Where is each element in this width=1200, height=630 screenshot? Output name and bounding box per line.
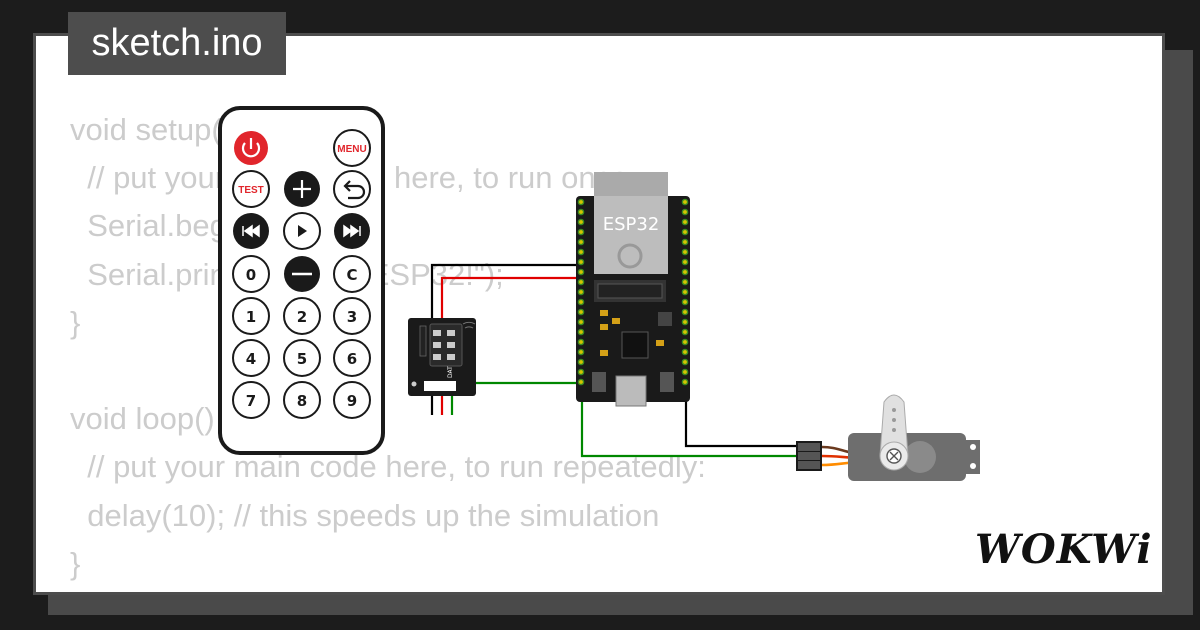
esp32-pin[interactable]: [577, 218, 585, 226]
servo-horn[interactable]: [879, 394, 909, 471]
esp32-pin[interactable]: [681, 238, 689, 246]
esp32-pin[interactable]: [681, 258, 689, 266]
svg-text:MENU: MENU: [337, 144, 366, 155]
esp32-pin[interactable]: [681, 378, 689, 386]
file-title-tab[interactable]: sketch.ino: [68, 12, 286, 75]
esp32-pin[interactable]: [681, 198, 689, 206]
esp32-pin[interactable]: [681, 298, 689, 306]
esp32-pin[interactable]: [577, 228, 585, 236]
esp32-pin[interactable]: [577, 308, 585, 316]
digit-label: 9: [347, 392, 357, 410]
ir-dat-label: DAT: [447, 366, 454, 378]
code-line: delay(10); // this speeds up the simulat…: [70, 497, 660, 533]
esp32-pin[interactable]: [681, 328, 689, 336]
power-icon: [241, 142, 261, 158]
code-line: }: [70, 545, 81, 581]
esp32-pin[interactable]: [681, 308, 689, 316]
esp32-pin[interactable]: [681, 268, 689, 276]
digit-buttons: 1 2 3 4 5 6 7 8 9: [232, 297, 371, 419]
esp32-pin[interactable]: [681, 358, 689, 366]
plus-button[interactable]: [284, 171, 320, 207]
esp32-pin[interactable]: [681, 348, 689, 356]
digit-button-2[interactable]: 2: [283, 297, 321, 335]
digit-button-4[interactable]: 4: [232, 339, 270, 377]
esp32-pin[interactable]: [681, 248, 689, 256]
esp32-label: ESP32: [603, 214, 660, 235]
esp32-pin[interactable]: [577, 238, 585, 246]
digit-button-1[interactable]: 1: [232, 297, 270, 335]
digit-label: 5: [297, 350, 307, 368]
esp32-pin[interactable]: [577, 298, 585, 306]
servo-motor[interactable]: [796, 394, 980, 481]
esp32-pin[interactable]: [577, 338, 585, 346]
esp32-pin[interactable]: [577, 318, 585, 326]
digit-button-9[interactable]: 9: [333, 381, 371, 419]
esp32-pin[interactable]: [577, 378, 585, 386]
digit-label: 8: [297, 392, 307, 410]
digit-label: 6: [347, 350, 357, 368]
esp32-pin[interactable]: [577, 208, 585, 216]
prev-button[interactable]: [233, 213, 269, 249]
test-button[interactable]: TEST: [232, 170, 270, 208]
wokwi-logo: WOKWi: [975, 526, 1153, 573]
esp32-pin[interactable]: [577, 328, 585, 336]
ir-remote[interactable]: MENU TEST 0: [218, 106, 385, 455]
digit-button-3[interactable]: 3: [333, 297, 371, 335]
esp32-pin[interactable]: [681, 218, 689, 226]
digit-label: 7: [246, 392, 256, 410]
skip-back-icon: [242, 224, 260, 238]
esp32-pin[interactable]: [577, 198, 585, 206]
digit-label: 2: [297, 308, 307, 326]
esp32-pin[interactable]: [577, 288, 585, 296]
digit-button-5[interactable]: 5: [283, 339, 321, 377]
c-button[interactable]: C: [333, 255, 371, 293]
esp32-pin[interactable]: [577, 268, 585, 276]
play-icon: [298, 225, 307, 237]
next-button[interactable]: [334, 213, 370, 249]
back-button[interactable]: [333, 170, 371, 208]
code-line: // put your main code here, to run repea…: [70, 449, 706, 485]
menu-button[interactable]: MENU: [333, 129, 371, 167]
zero-button[interactable]: 0: [232, 255, 270, 293]
svg-text:0: 0: [246, 266, 256, 284]
wire-gnd-servo: [684, 252, 796, 448]
esp32-board[interactable]: ESP32: [576, 172, 690, 407]
esp32-pin-headers: [577, 198, 689, 386]
esp32-pin[interactable]: [681, 338, 689, 346]
play-button[interactable]: [283, 212, 321, 250]
esp32-pin[interactable]: [577, 358, 585, 366]
svg-text:TEST: TEST: [238, 185, 264, 196]
digit-button-8[interactable]: 8: [283, 381, 321, 419]
esp32-pin[interactable]: [681, 228, 689, 236]
espressif-logo-icon: [617, 243, 643, 269]
esp32-pin[interactable]: [577, 248, 585, 256]
esp32-pin[interactable]: [681, 318, 689, 326]
minus-button[interactable]: [284, 256, 320, 292]
esp32-pin[interactable]: [681, 368, 689, 376]
esp32-pin[interactable]: [681, 208, 689, 216]
esp32-pin[interactable]: [681, 288, 689, 296]
digit-label: 4: [246, 350, 256, 368]
power-button[interactable]: [234, 131, 268, 165]
esp32-pin[interactable]: [681, 278, 689, 286]
esp32-pin[interactable]: [577, 368, 585, 376]
code-line: }: [70, 304, 81, 340]
esp32-pin[interactable]: [577, 278, 585, 286]
esp32-pin[interactable]: [577, 258, 585, 266]
skip-forward-icon: [343, 224, 361, 238]
esp32-pin[interactable]: [577, 348, 585, 356]
svg-text:C: C: [346, 266, 357, 284]
digit-label: 1: [246, 308, 256, 326]
digit-button-6[interactable]: 6: [333, 339, 371, 377]
ir-receiver[interactable]: DAT: [408, 318, 476, 396]
back-arrow-icon: [346, 184, 366, 200]
digit-button-7[interactable]: 7: [232, 381, 270, 419]
digit-label: 3: [347, 308, 357, 326]
